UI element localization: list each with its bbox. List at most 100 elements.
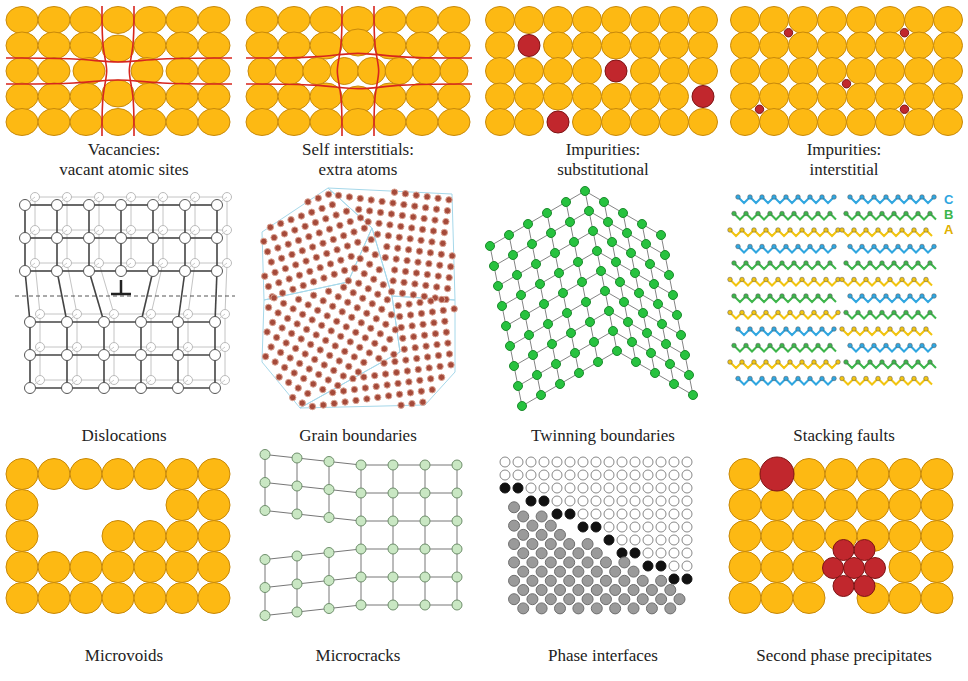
- host-atom: [573, 32, 602, 59]
- grain-atom: [310, 279, 316, 285]
- microcrack-panel: [260, 450, 462, 621]
- grain-atom: [399, 290, 405, 296]
- grain-outline: [262, 228, 400, 408]
- phase-a-atom: [669, 561, 679, 571]
- atomic-layer: [734, 214, 836, 220]
- phase-b-atom: [564, 575, 575, 586]
- host-atom: [731, 58, 760, 85]
- grain-atom: [306, 233, 312, 239]
- atom: [559, 289, 568, 298]
- phase-b-atom: [591, 603, 602, 614]
- phase-a-atom: [565, 483, 575, 493]
- host-atom: [166, 83, 198, 110]
- host-atom: [246, 32, 278, 59]
- layer-atom: [852, 327, 857, 332]
- grain-atom: [342, 348, 348, 354]
- atom: [638, 220, 647, 229]
- phase-a-atom: [617, 483, 627, 493]
- layer-atom: [784, 327, 789, 332]
- host-atom: [70, 109, 102, 136]
- grain-atom: [271, 234, 277, 240]
- grain-atom: [292, 345, 298, 351]
- grain-atom: [408, 225, 414, 231]
- panel-caption: Microvoids: [4, 646, 244, 666]
- host-atom: [70, 583, 102, 614]
- layer-atom: [728, 277, 733, 282]
- host-atom: [631, 58, 660, 85]
- layer-atom: [812, 360, 817, 365]
- grain-atom: [303, 326, 309, 332]
- atom: [292, 607, 302, 617]
- grain-atom: [402, 268, 408, 274]
- grain-atom: [349, 314, 355, 320]
- phase-a-atom: [643, 483, 653, 493]
- atom: [551, 249, 560, 258]
- grain-atom: [350, 290, 356, 296]
- atom: [651, 369, 660, 378]
- phase-a-atom: [552, 483, 562, 493]
- grain-atom: [388, 312, 394, 318]
- grain-atom: [420, 321, 426, 327]
- host-atom: [342, 109, 374, 136]
- grain-atom: [400, 335, 406, 341]
- back-bond: [40, 347, 77, 348]
- interface-atom: [604, 535, 614, 545]
- grain-atom: [354, 305, 360, 311]
- layer-atom: [852, 376, 857, 381]
- host-atom: [70, 32, 102, 59]
- layer-atom: [904, 360, 909, 365]
- layer-atom: [820, 376, 825, 381]
- host-atom: [731, 7, 760, 34]
- grain-atom: [269, 319, 275, 325]
- layer-atom: [856, 261, 861, 266]
- atom: [420, 460, 430, 470]
- host-atom: [198, 83, 230, 110]
- atom: [628, 338, 637, 347]
- layer-atom: [916, 310, 921, 315]
- impurity-atom: [755, 105, 763, 113]
- back-bond: [188, 314, 225, 315]
- phase-b-atom: [509, 594, 520, 605]
- phase-b-atom: [536, 529, 547, 540]
- phase-a-atom: [565, 457, 575, 467]
- layer-atom: [864, 376, 869, 381]
- layer-atom: [764, 277, 769, 282]
- panel-caption: Microcracks: [238, 646, 478, 666]
- phase-a-atom: [552, 457, 562, 467]
- grain-atom: [448, 362, 454, 368]
- atom: [536, 280, 545, 289]
- grain-atom: [320, 298, 326, 304]
- atom: [543, 209, 552, 218]
- host-atom: [70, 552, 102, 583]
- host-atom: [198, 7, 230, 34]
- host-atom: [198, 583, 230, 614]
- grain-atom: [339, 309, 345, 315]
- strain-line: [337, 6, 342, 136]
- grain-atom: [427, 250, 433, 256]
- atom: [260, 506, 270, 516]
- host-atom: [692, 86, 714, 108]
- atom: [136, 317, 147, 328]
- host-atom: [406, 109, 438, 136]
- phase-a-atom: [630, 496, 640, 506]
- layer-atom: [828, 343, 833, 348]
- atom: [292, 481, 302, 491]
- layer-atom: [804, 261, 809, 266]
- grain-atom: [395, 380, 401, 386]
- grain-atom: [377, 331, 383, 337]
- host-atom: [857, 459, 889, 490]
- host-atom: [921, 521, 953, 552]
- grain-atom: [410, 292, 416, 298]
- impurity-atom: [784, 29, 792, 37]
- phase-a-atom: [604, 483, 614, 493]
- grain-atom: [446, 274, 452, 280]
- host-atom: [374, 7, 406, 34]
- host-atom: [818, 7, 847, 34]
- phase-b-atom: [555, 566, 566, 577]
- atom: [173, 383, 184, 394]
- host-atom: [515, 58, 544, 85]
- host-atom: [573, 7, 602, 34]
- strain-line: [6, 80, 232, 84]
- phase-b-atom: [582, 557, 593, 568]
- layer-atom: [932, 244, 937, 249]
